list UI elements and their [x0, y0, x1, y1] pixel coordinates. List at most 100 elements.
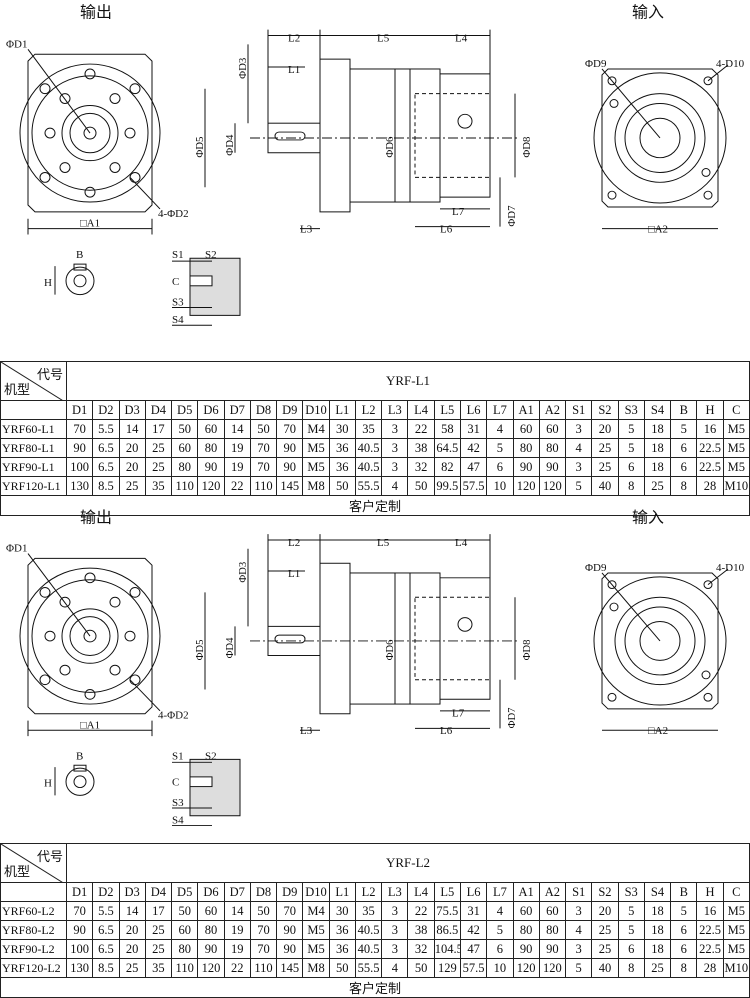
- model-cell: YRF80-L1: [0, 438, 67, 458]
- column-header: L3: [381, 882, 409, 902]
- line-art: [19, 534, 729, 826]
- column-header: D4: [144, 400, 173, 420]
- label-b: B: [76, 249, 83, 261]
- value-cell: 8: [617, 958, 645, 978]
- column-header: D3: [118, 882, 146, 902]
- column-header: S2: [591, 400, 619, 420]
- value-cell: 5: [670, 901, 698, 921]
- input-flange-outline: [601, 68, 719, 208]
- column-header: D2: [92, 882, 120, 902]
- input-flange-view: [593, 568, 729, 731]
- column-header: A2: [538, 400, 567, 420]
- column-header: H: [696, 400, 724, 420]
- corner-model-label: 机型: [4, 382, 31, 397]
- d9-leader: [601, 572, 661, 642]
- keyway: [274, 131, 306, 141]
- column-header: D10: [302, 882, 330, 902]
- value-cell: 6: [617, 457, 645, 477]
- value-cell: 25: [144, 438, 173, 458]
- column-header: D8: [249, 882, 278, 902]
- shaft-end-view: [54, 263, 95, 296]
- value-cell: 57.5: [459, 958, 488, 978]
- value-cell: 22.5: [696, 939, 724, 959]
- input-adapter: [440, 577, 491, 700]
- d2-leader: [129, 679, 161, 712]
- value-cell: 50: [171, 419, 199, 439]
- value-cell: 5: [617, 438, 645, 458]
- value-cell: 22: [223, 958, 251, 978]
- value-cell: 70: [276, 901, 304, 921]
- value-cell: 70: [249, 920, 278, 940]
- value-cell: 18: [643, 438, 672, 458]
- value-cell: 25: [591, 457, 619, 477]
- value-cell: M8: [302, 476, 330, 496]
- value-cell: 90: [276, 457, 304, 477]
- value-cell: 90: [538, 457, 567, 477]
- column-header: S1: [565, 882, 593, 902]
- model-cell: YRF120-L1: [0, 476, 67, 496]
- bolt-hole: [129, 587, 141, 598]
- value-cell: 86.5: [433, 920, 461, 940]
- mount-hole: [609, 602, 619, 612]
- bolt-hole: [59, 162, 71, 173]
- center-hole: [73, 274, 87, 288]
- label-d9: ΦD9: [585, 58, 606, 70]
- value-cell: 5: [565, 958, 593, 978]
- mount-hole: [703, 76, 713, 86]
- value-cell: 5: [486, 438, 514, 458]
- output-flange-view: [19, 48, 161, 235]
- bolt-hole: [59, 596, 71, 608]
- value-cell: 58: [433, 419, 461, 439]
- value-cell: 22.5: [696, 438, 724, 458]
- corner-code-label: 代号: [36, 849, 63, 864]
- side-view: [204, 534, 520, 731]
- value-cell: 35: [354, 419, 383, 439]
- value-cell: 110: [249, 958, 278, 978]
- value-cell: 80: [197, 920, 225, 940]
- column-header: L5: [433, 882, 461, 902]
- value-cell: 25: [591, 939, 619, 959]
- label-a1: □A1: [80, 218, 100, 230]
- shaft-circle: [65, 767, 95, 796]
- value-cell: M5: [302, 457, 330, 477]
- model-cell: YRF120-L2: [0, 958, 67, 978]
- output-pilot-circle: [19, 63, 161, 203]
- label-h: H: [44, 277, 52, 289]
- output-shaft: [69, 616, 111, 656]
- value-cell: 20: [591, 901, 619, 921]
- model-cell: YRF60-L2: [0, 901, 67, 921]
- column-header: L4: [407, 400, 435, 420]
- value-cell: 19: [223, 939, 251, 959]
- value-cell: 40.5: [354, 939, 383, 959]
- value-cell: 31: [459, 419, 488, 439]
- blank-header-cell: [0, 400, 67, 420]
- side-view: [204, 29, 520, 230]
- label-d8: ΦD8: [521, 136, 533, 158]
- value-cell: 8.5: [92, 958, 120, 978]
- column-header: S2: [591, 882, 619, 902]
- value-cell: 25: [591, 920, 619, 940]
- column-header: A1: [512, 400, 540, 420]
- input-flange-view: [593, 64, 729, 230]
- value-cell: 6.5: [92, 457, 120, 477]
- input-pilot: [614, 93, 706, 183]
- value-cell: 20: [118, 920, 146, 940]
- output-shaft: [69, 112, 111, 154]
- value-cell: 14: [223, 901, 251, 921]
- mount-hole: [607, 76, 617, 86]
- value-cell: 104.5: [433, 939, 461, 959]
- gear-housing: [349, 572, 411, 705]
- output-pilot-circle: [19, 567, 161, 705]
- column-header: C: [722, 400, 750, 420]
- key: [73, 764, 87, 772]
- value-cell: 90: [538, 939, 567, 959]
- d10-leader: [707, 568, 729, 586]
- shaft-circle: [65, 266, 95, 296]
- d1-leader: [27, 48, 91, 134]
- motor-bore-hidden: [414, 596, 491, 681]
- value-cell: 100: [65, 457, 94, 477]
